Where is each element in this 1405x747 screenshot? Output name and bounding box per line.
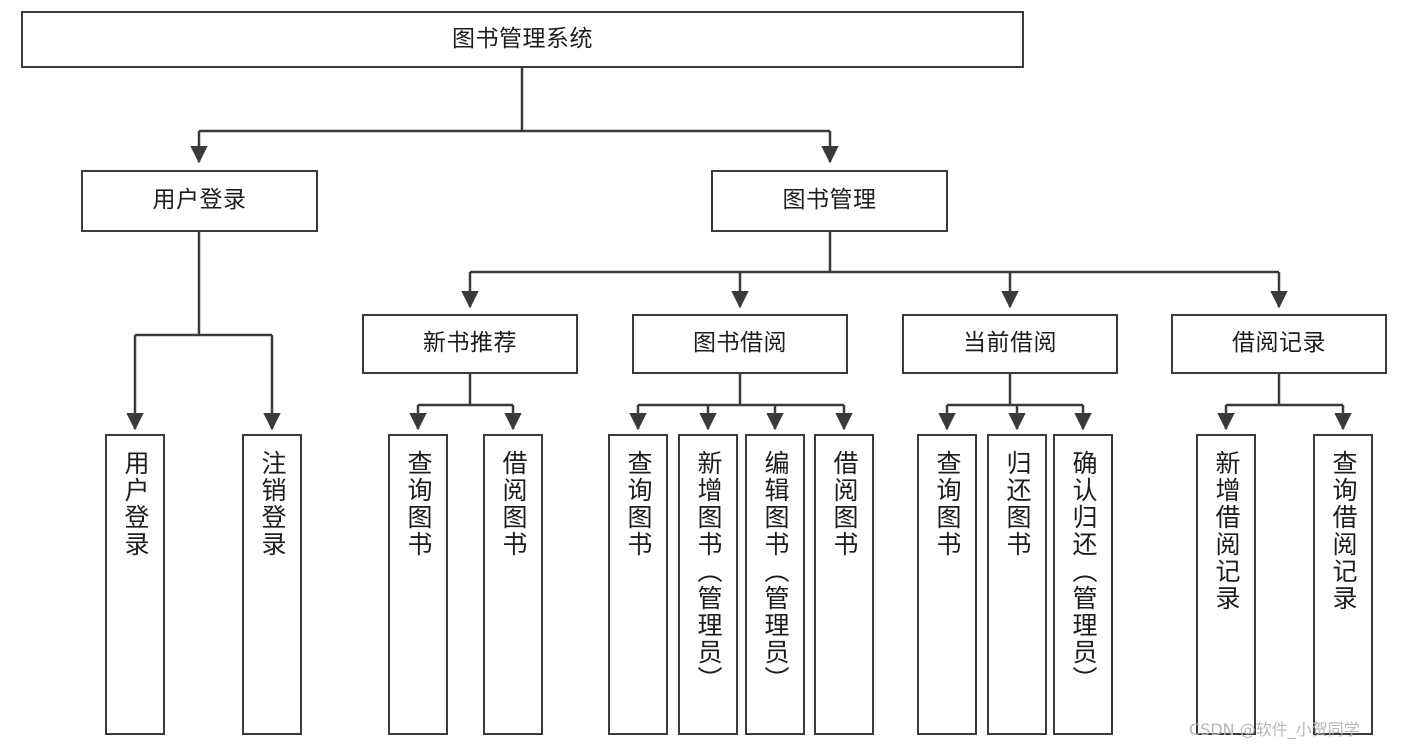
node-label: 注销登录 <box>258 450 287 558</box>
node-label: 图书管理系统 <box>452 25 593 52</box>
node-label: 编辑图书（管理员） <box>761 450 790 693</box>
node-leaf-borrow-book[interactable]: 借阅图书 <box>814 434 874 735</box>
node-label: 查询借阅记录 <box>1329 450 1358 612</box>
node-leaf-query-book-recommend[interactable]: 查询图书 <box>388 434 448 735</box>
node-label: 新增借阅记录 <box>1212 450 1241 612</box>
node-label: 查询图书 <box>933 450 962 558</box>
watermark-text: CSDN @软件_小贺同学 <box>1189 720 1360 739</box>
node-user-login[interactable]: 用户登录 <box>81 170 318 232</box>
node-label: 图书借阅 <box>693 330 787 357</box>
node-leaf-edit-book-admin[interactable]: 编辑图书（管理员） <box>745 434 805 735</box>
node-borrow-record[interactable]: 借阅记录 <box>1171 314 1387 374</box>
node-label: 图书管理 <box>782 187 877 214</box>
node-label: 用户登录 <box>152 187 247 214</box>
node-leaf-query-borrow-record[interactable]: 查询借阅记录 <box>1313 434 1373 735</box>
node-leaf-user-login[interactable]: 用户登录 <box>105 434 165 735</box>
node-leaf-user-logout[interactable]: 注销登录 <box>242 434 302 735</box>
node-label: 查询图书 <box>624 450 653 558</box>
node-label: 借阅图书 <box>830 450 859 558</box>
node-leaf-confirm-return-admin[interactable]: 确认归还（管理员） <box>1053 434 1113 735</box>
node-current-borrow[interactable]: 当前借阅 <box>902 314 1118 374</box>
node-label: 当前借阅 <box>963 330 1057 357</box>
node-label: 借阅图书 <box>499 450 528 558</box>
node-book-management[interactable]: 图书管理 <box>711 170 948 232</box>
node-leaf-query-book-borrow[interactable]: 查询图书 <box>608 434 668 735</box>
node-label: 确认归还（管理员） <box>1069 450 1098 693</box>
node-label: 新书推荐 <box>423 330 517 357</box>
node-label: 归还图书 <box>1003 450 1032 558</box>
node-label: 新增图书（管理员） <box>694 450 723 693</box>
node-leaf-borrow-book-recommend[interactable]: 借阅图书 <box>483 434 543 735</box>
node-book-borrow[interactable]: 图书借阅 <box>632 314 848 374</box>
node-leaf-add-borrow-record[interactable]: 新增借阅记录 <box>1196 434 1256 735</box>
node-label: 用户登录 <box>121 450 150 558</box>
node-leaf-query-book-current[interactable]: 查询图书 <box>917 434 977 735</box>
node-leaf-return-book[interactable]: 归还图书 <box>987 434 1047 735</box>
node-root-system[interactable]: 图书管理系统 <box>21 11 1024 68</box>
node-label: 借阅记录 <box>1232 330 1326 357</box>
node-new-book-recommend[interactable]: 新书推荐 <box>362 314 578 374</box>
node-label: 查询图书 <box>404 450 433 558</box>
node-leaf-add-book-admin[interactable]: 新增图书（管理员） <box>678 434 738 735</box>
